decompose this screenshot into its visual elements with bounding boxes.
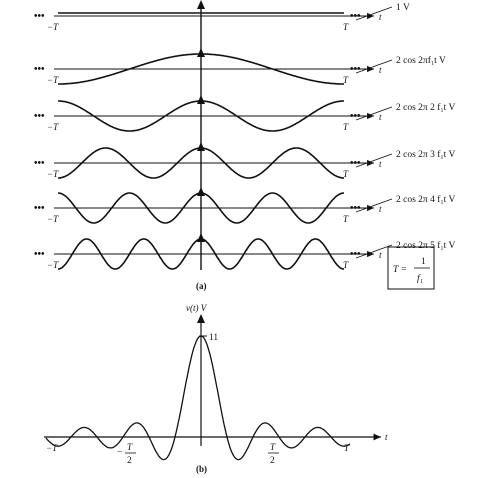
- row-1-leader-line: [355, 59, 393, 74]
- row-1-ellipsis-right: •••: [350, 64, 361, 75]
- pos-half-denominator: 2: [270, 456, 275, 466]
- row-0-tick-pos-T: T: [343, 22, 349, 32]
- neg-half-denominator: 2: [127, 456, 132, 466]
- row-0-axis-var: t: [379, 12, 382, 22]
- row-1-waveform: [58, 53, 344, 85]
- row-2-vertical-arrow-icon: [197, 95, 205, 104]
- row-4-axis-var: t: [379, 204, 382, 214]
- row-3-tick-pos-T: T: [343, 169, 349, 179]
- neg-half-numerator: T: [127, 442, 133, 452]
- row-1-tick-neg-T: −T: [47, 75, 59, 85]
- panel-b-y-arrow-icon: [197, 314, 205, 323]
- row-4-ellipsis-left: •••: [34, 203, 45, 214]
- row-5-tick-neg-T: −T: [47, 260, 59, 270]
- panel-b-tick-neg-half-T: − T 2: [117, 442, 136, 466]
- panel-b-tick-pos-half-T: T 2: [268, 442, 279, 466]
- row-3-axis-var: t: [379, 159, 382, 169]
- row-5-axis-var: t: [379, 250, 382, 260]
- row-4-tick-pos-T: T: [343, 214, 349, 224]
- row-4-tick-neg-T: −T: [47, 214, 59, 224]
- row-2-tick-neg-T: −T: [47, 122, 59, 132]
- panel-b-caption: (b): [196, 464, 207, 474]
- row-4-leader-line: [355, 198, 393, 213]
- row-5-tick-pos-T: T: [343, 260, 349, 270]
- period-box: T = 1 f₁: [387, 246, 435, 290]
- panel-a-vertical-arrow-icon: [197, 0, 205, 9]
- neg-half-minus: −: [117, 448, 122, 458]
- row-2-label: 2 cos 2π 2 f₁t V: [396, 102, 456, 113]
- row-5-leader-line: [355, 244, 393, 259]
- panel-b-peak-label: 11: [209, 333, 218, 343]
- row-3-ellipsis-left: •••: [34, 158, 45, 169]
- row-2-ellipsis-left: •••: [34, 111, 45, 122]
- row-4-waveform: [58, 192, 344, 224]
- row-0-ellipsis-left: •••: [34, 11, 45, 22]
- row-5-label: 2 cos 2π 5 f₁t V: [396, 240, 456, 251]
- row-5-vertical-arrow-icon: [197, 233, 205, 242]
- row-1-vertical-arrow-icon: [197, 48, 205, 57]
- panel-a-caption: (a): [196, 281, 207, 291]
- row-0-label: 1 V: [396, 3, 410, 13]
- row-2-waveform: [58, 100, 344, 132]
- row-3-ellipsis-right: •••: [350, 158, 361, 169]
- row-3-waveform: [58, 147, 344, 179]
- row-5-ellipsis-left: •••: [34, 249, 45, 260]
- row-4-vertical-arrow-icon: [197, 187, 205, 196]
- period-box-numerator: 1: [421, 257, 426, 267]
- row-0-leader-line: [355, 6, 393, 21]
- row-3-label: 2 cos 2π 3 f₁t V: [396, 149, 456, 160]
- row-3-tick-neg-T: −T: [47, 169, 59, 179]
- row-1-axis-var: t: [379, 65, 382, 75]
- period-box-lhs: T =: [393, 265, 407, 275]
- row-2-ellipsis-right: •••: [350, 111, 361, 122]
- panel-b-tick-pos-T: T: [344, 443, 350, 453]
- period-box-denominator: f₁: [417, 273, 423, 284]
- row-1-ellipsis-left: •••: [34, 64, 45, 75]
- pos-half-numerator: T: [270, 442, 276, 452]
- row-1-label: 2 cos 2πf₁t V: [396, 55, 446, 66]
- row-5-ellipsis-right: •••: [350, 249, 361, 260]
- row-0-tick-neg-T: −T: [47, 22, 59, 32]
- row-0-ellipsis-right: •••: [350, 11, 361, 22]
- row-3-vertical-arrow-icon: [197, 142, 205, 151]
- panel-b-tick-neg-T: −T: [46, 443, 58, 453]
- row-2-tick-pos-T: T: [343, 122, 349, 132]
- panel-b-x-axis-label: t: [385, 432, 388, 442]
- row-2-axis-var: t: [379, 112, 382, 122]
- panel-b-y-axis-label: v(t) V: [186, 303, 208, 313]
- row-5-waveform: [58, 238, 344, 270]
- row-3-leader-line: [355, 153, 393, 168]
- row-1-tick-pos-T: T: [343, 75, 349, 85]
- row-2-leader-line: [355, 106, 393, 121]
- row-4-ellipsis-right: •••: [350, 203, 361, 214]
- panel-b-sum-curve: [45, 335, 351, 461]
- row-4-label: 2 cos 2π 4 f₁t V: [396, 194, 456, 205]
